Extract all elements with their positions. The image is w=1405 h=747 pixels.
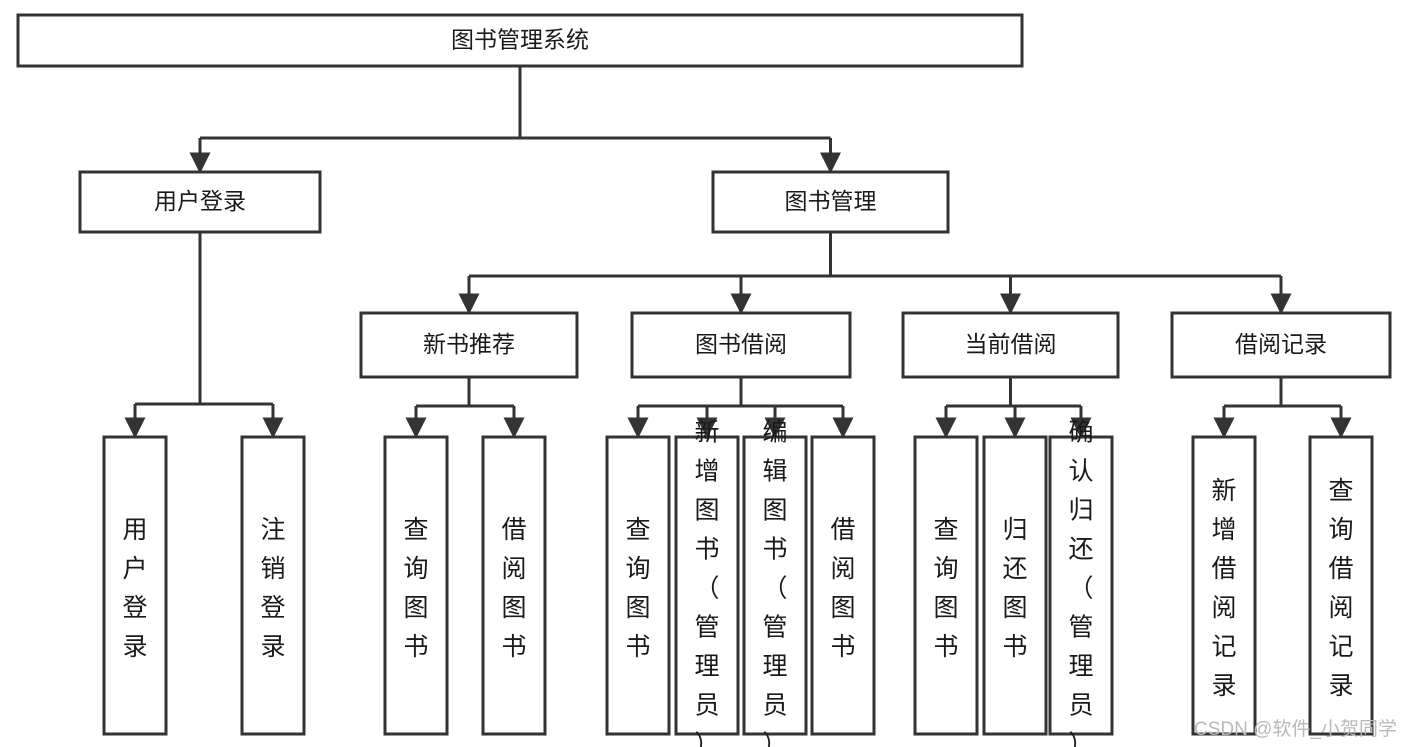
node-box[interactable] bbox=[913, 435, 979, 736]
node-leaf_8[interactable]: 查询图书 bbox=[913, 435, 979, 736]
node-leaf_2[interactable]: 查询图书 bbox=[383, 435, 449, 736]
node-box[interactable] bbox=[810, 435, 876, 736]
node-l3_3[interactable]: 借阅记录 bbox=[1170, 311, 1392, 379]
node-l3_1[interactable]: 图书借阅 bbox=[630, 311, 852, 379]
node-l3_0[interactable]: 新书推荐 bbox=[359, 311, 579, 379]
node-label: 新增图书（管理员） bbox=[694, 418, 719, 747]
watermark-text: CSDN @软件_小贺同学 bbox=[1194, 719, 1397, 740]
node-box[interactable] bbox=[674, 435, 740, 736]
node-box[interactable] bbox=[359, 311, 579, 379]
node-box[interactable] bbox=[901, 311, 1120, 379]
node-box[interactable] bbox=[982, 435, 1048, 736]
node-leaf_12[interactable]: 查询借阅记录 bbox=[1308, 435, 1374, 736]
node-leaf_7[interactable]: 借阅图书 bbox=[810, 435, 876, 736]
node-label: 注销登录 bbox=[260, 516, 285, 661]
node-box[interactable] bbox=[742, 435, 808, 736]
node-label: 新增借阅记录 bbox=[1211, 477, 1236, 700]
node-label: 查询借阅记录 bbox=[1328, 477, 1353, 700]
node-label: 当前借阅 bbox=[965, 331, 1057, 357]
node-leaf_10[interactable]: 确认归还（管理员） bbox=[1048, 418, 1114, 747]
node-label: 图书管理 bbox=[785, 188, 877, 214]
node-box[interactable] bbox=[102, 435, 168, 736]
node-label: 确认归还（管理员） bbox=[1068, 418, 1093, 747]
node-leaf_1[interactable]: 注销登录 bbox=[240, 435, 306, 736]
node-label: 编辑图书（管理员） bbox=[762, 418, 787, 747]
node-box[interactable] bbox=[1191, 435, 1257, 736]
node-label: 图书管理系统 bbox=[451, 27, 589, 53]
node-label: 借阅图书 bbox=[830, 516, 855, 661]
node-box[interactable] bbox=[1170, 311, 1392, 379]
node-box[interactable] bbox=[605, 435, 671, 736]
node-l2_0[interactable]: 用户登录 bbox=[78, 170, 322, 234]
node-label: 借阅图书 bbox=[501, 516, 526, 661]
node-box[interactable] bbox=[78, 170, 322, 234]
node-label: 归还图书 bbox=[1002, 516, 1027, 661]
edge-layer bbox=[124, 66, 1352, 439]
node-leaf_5[interactable]: 新增图书（管理员） bbox=[674, 418, 740, 747]
node-l2_1[interactable]: 图书管理 bbox=[711, 170, 950, 234]
node-label: 查询图书 bbox=[625, 516, 650, 661]
node-label: 用户登录 bbox=[154, 188, 246, 214]
node-label: 图书借阅 bbox=[695, 331, 787, 357]
node-box[interactable] bbox=[711, 170, 950, 234]
node-box[interactable] bbox=[16, 13, 1024, 68]
node-l3_2[interactable]: 当前借阅 bbox=[901, 311, 1120, 379]
node-label: 用户登录 bbox=[122, 516, 147, 661]
node-box[interactable] bbox=[630, 311, 852, 379]
node-leaf_11[interactable]: 新增借阅记录 bbox=[1191, 435, 1257, 736]
node-label: 查询图书 bbox=[403, 516, 428, 661]
node-label: 借阅记录 bbox=[1235, 331, 1327, 357]
node-label: 查询图书 bbox=[933, 516, 958, 661]
node-layer: 图书管理系统用户登录图书管理新书推荐图书借阅当前借阅借阅记录用户登录注销登录查询… bbox=[16, 13, 1392, 747]
node-box[interactable] bbox=[1048, 435, 1114, 736]
node-box[interactable] bbox=[240, 435, 306, 736]
node-box[interactable] bbox=[481, 435, 547, 736]
node-root[interactable]: 图书管理系统 bbox=[16, 13, 1024, 68]
node-leaf_9[interactable]: 归还图书 bbox=[982, 435, 1048, 736]
node-box[interactable] bbox=[1308, 435, 1374, 736]
node-leaf_4[interactable]: 查询图书 bbox=[605, 435, 671, 736]
node-box[interactable] bbox=[383, 435, 449, 736]
node-leaf_0[interactable]: 用户登录 bbox=[102, 435, 168, 736]
node-leaf_6[interactable]: 编辑图书（管理员） bbox=[742, 418, 808, 747]
node-label: 新书推荐 bbox=[423, 331, 515, 357]
node-leaf_3[interactable]: 借阅图书 bbox=[481, 435, 547, 736]
